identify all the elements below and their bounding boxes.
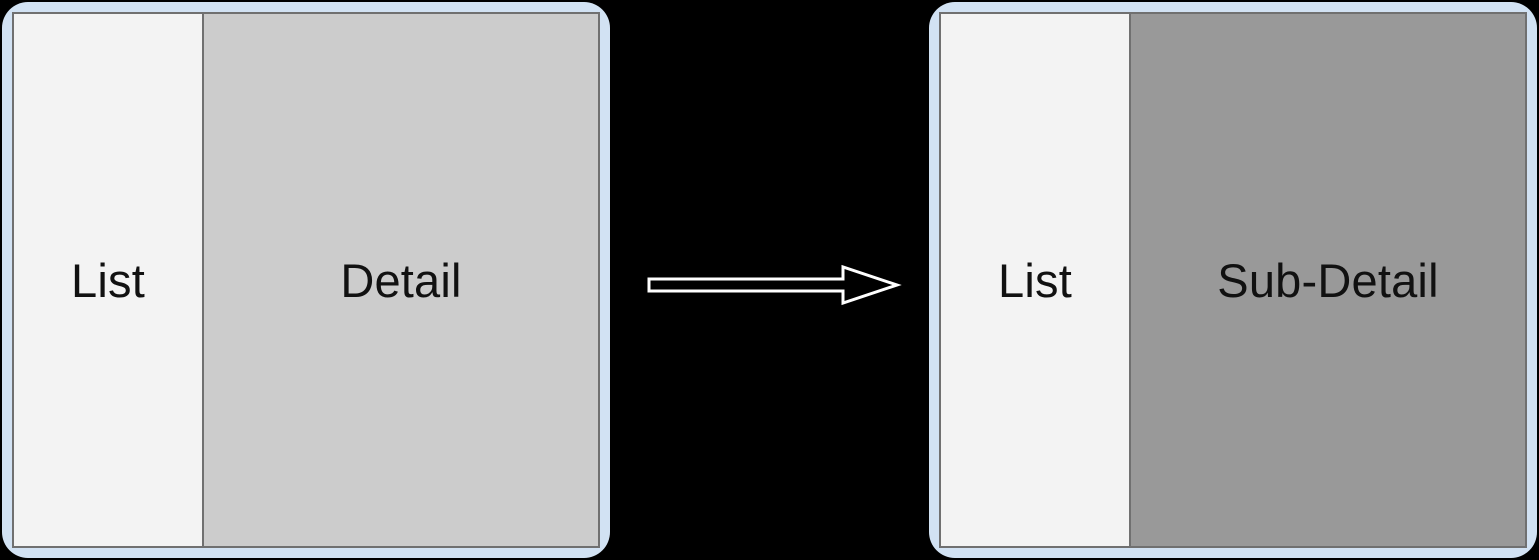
pane-list-after-label: List bbox=[998, 253, 1072, 307]
pane-sub-detail[interactable]: Sub-Detail bbox=[1131, 14, 1525, 546]
window-before-state[interactable]: List Detail bbox=[2, 2, 610, 558]
window-after-state[interactable]: List Sub-Detail bbox=[929, 2, 1537, 558]
pane-list-before-label: List bbox=[71, 253, 145, 307]
window-before-state-content: List Detail bbox=[12, 12, 600, 548]
window-after-state-content: List Sub-Detail bbox=[939, 12, 1527, 548]
pane-detail-label: Detail bbox=[340, 253, 462, 307]
arrow-right-icon bbox=[640, 255, 910, 315]
pane-detail[interactable]: Detail bbox=[204, 14, 598, 546]
pane-sub-detail-label: Sub-Detail bbox=[1217, 253, 1439, 307]
pane-list-before[interactable]: List bbox=[14, 14, 204, 546]
pane-list-after[interactable]: List bbox=[941, 14, 1131, 546]
